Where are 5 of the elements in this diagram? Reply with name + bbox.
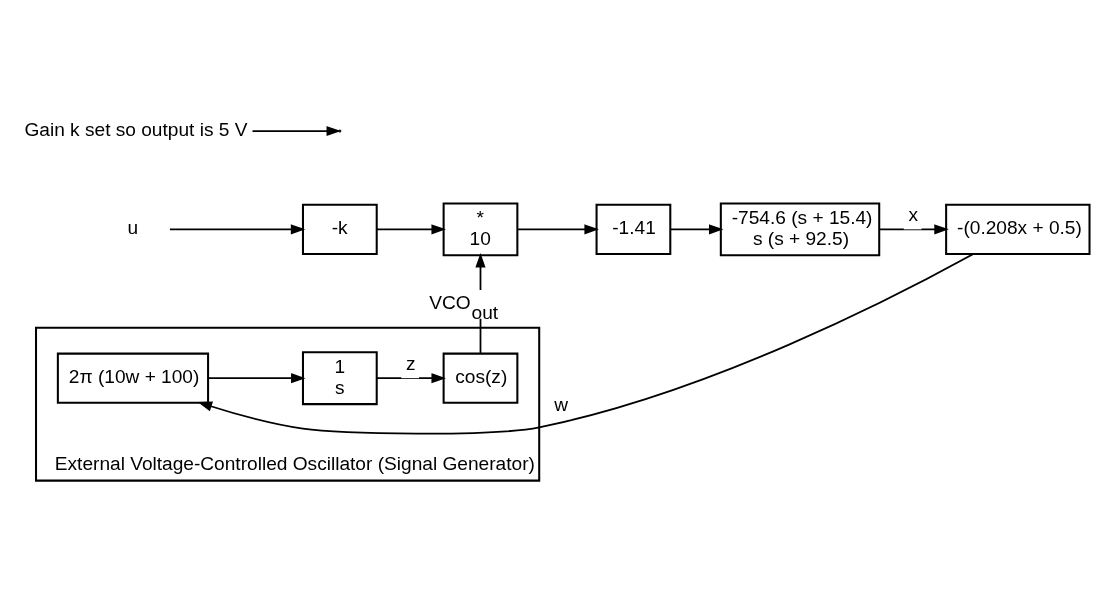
edge-label: z: [406, 352, 416, 374]
node-text: u: [127, 216, 139, 238]
edge-label: x: [908, 203, 919, 225]
node-text: Gain k set so output is 5 V: [24, 118, 248, 140]
edge-label: w: [554, 393, 569, 415]
